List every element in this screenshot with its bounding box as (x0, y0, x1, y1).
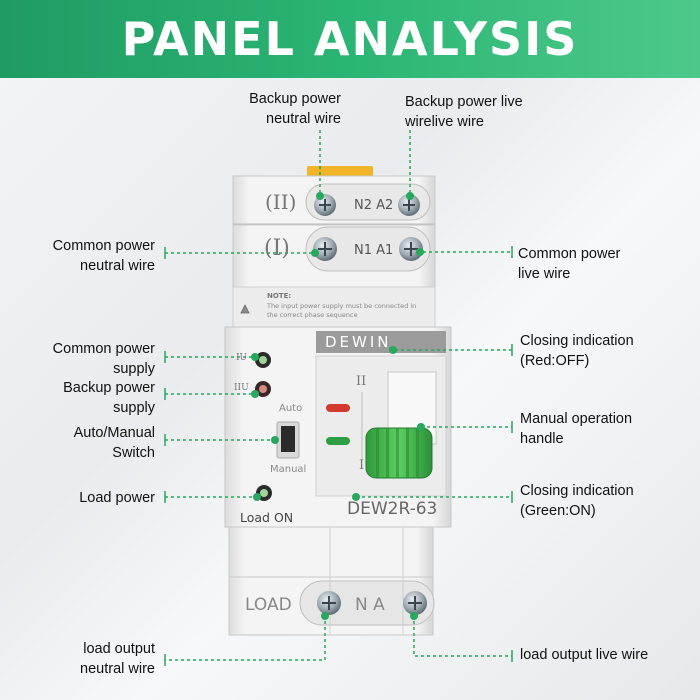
label-manual-handle: Manual operation handle (520, 411, 633, 447)
indicator-label-1: IU (236, 353, 248, 363)
note-line-1: The input power supply must be connected… (267, 302, 417, 310)
model-number: DEW2R-63 (347, 499, 438, 519)
screw-load-a (403, 591, 427, 615)
position-i: I (359, 458, 365, 473)
row1-mark: (I) (264, 236, 290, 261)
label-backup-neutral: Backup power neutral wire (249, 91, 341, 127)
row2-mark: (II) (265, 190, 297, 214)
position-ii: II (356, 374, 367, 389)
manual-handle (365, 427, 433, 479)
label-load-live: load output live wire (520, 647, 649, 663)
screw-n1 (313, 237, 337, 261)
label-common-neutral: Common power neutral wire (52, 238, 155, 274)
na-label: N A (355, 595, 385, 615)
warning-icon (241, 305, 249, 313)
indicator-label-2: IIU (234, 383, 249, 393)
row1-terminal-label: N1 A1 (354, 243, 394, 258)
row2-terminal-label: N2 A2 (354, 198, 394, 213)
auto-label: Auto (279, 403, 303, 414)
label-load-neutral: load output neutral wire (80, 641, 155, 677)
load-label: LOAD (245, 595, 292, 615)
screw-a2 (398, 194, 420, 216)
label-auto-manual: Auto/Manual Switch (73, 425, 155, 461)
label-load-power: Load power (79, 490, 155, 506)
label-common-live: Common power live wire (518, 246, 621, 282)
label-closing-off: Closing indication (Red:OFF) (520, 333, 634, 369)
label-backup-live: Backup power live wirelive wire (405, 94, 523, 130)
load-on-label: Load ON (240, 510, 294, 525)
note-title: NOTE: (267, 292, 292, 300)
page-title: PANEL ANALYSIS (121, 12, 579, 66)
note-line-2: the correct phase sequence (267, 311, 358, 319)
label-common-supply: Common power supply (52, 341, 155, 377)
manual-label: Manual (270, 464, 307, 475)
label-closing-on: Closing indication (Green:ON) (520, 483, 634, 519)
brand-name: DEWIN (325, 333, 392, 351)
note-panel (232, 286, 436, 328)
title-banner: PANEL ANALYSIS (0, 0, 700, 78)
green-indicator (326, 437, 350, 445)
red-indicator (326, 404, 350, 412)
bottom-body (228, 526, 434, 578)
screw-load-n (317, 591, 341, 615)
screw-a1 (399, 237, 423, 261)
label-backup-supply: Backup power supply (63, 380, 155, 416)
